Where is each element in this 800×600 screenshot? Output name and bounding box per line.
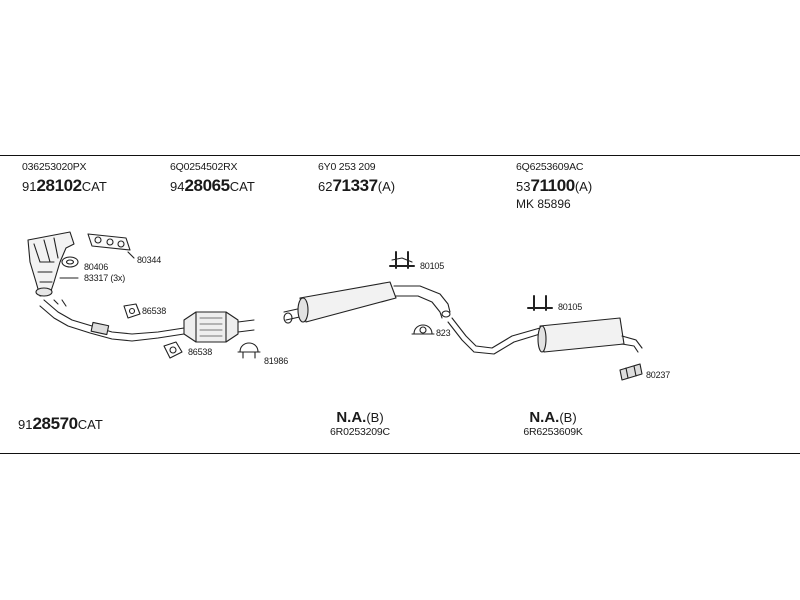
part-label-823: 823	[436, 328, 451, 338]
part-column-rear-na: N.A.(B) 6R6253609K	[515, 409, 591, 438]
oe-number: 6R6253609K	[523, 426, 583, 438]
part-number: 5371100(A)	[516, 176, 593, 195]
bottom-divider	[0, 453, 800, 454]
mounting-kit-number: MK 85896	[516, 197, 571, 211]
middle-silencer-icon	[283, 281, 451, 324]
top-divider	[0, 155, 800, 156]
manifold-gasket-icon	[87, 233, 131, 251]
rubber-hanger-80237-icon	[619, 363, 643, 381]
clamp-81986-icon	[237, 342, 261, 359]
front-pipe-icon	[39, 299, 185, 342]
exhaust-manifold-icon	[27, 231, 75, 297]
part-label-86538-a: 86538	[142, 306, 167, 316]
part-number: N.A.(B)	[529, 409, 577, 426]
rear-pipe-icon	[447, 317, 541, 355]
rubber-hanger-80105-b-icon	[527, 295, 553, 311]
part-number: 9128102CAT	[22, 176, 107, 195]
rear-silencer-icon	[537, 317, 643, 353]
part-column-manifold: 036253020PX 9128102CAT	[22, 161, 107, 196]
part-label-83317: 83317 (3x)	[84, 273, 126, 283]
part-column-middle-silencer: 6Y0 253 209 6271337(A)	[318, 161, 395, 196]
part-label-80105-b: 80105	[558, 302, 583, 312]
part-column-rear-silencer: 6Q6253609AC 5371100(A) MK 85896	[516, 161, 592, 211]
part-number: 6271337(A)	[318, 176, 396, 195]
rubber-hanger-80105-a-icon	[389, 251, 415, 269]
part-label-80105-a: 80105	[420, 261, 445, 271]
oe-number: 6Q6253609AC	[516, 161, 584, 173]
part-label-81986: 81986	[264, 356, 289, 366]
oe-number: 6Q0254502RX	[170, 161, 238, 173]
gasket-86538-b-icon	[163, 341, 183, 359]
part-number: 9428065CAT	[170, 176, 255, 195]
part-column-catalyst: 6Q0254502RX 9428065CAT	[170, 161, 255, 196]
flange-gasket-icon	[61, 256, 79, 268]
part-number: N.A.(B)	[336, 409, 384, 426]
part-label-80237: 80237	[646, 370, 671, 380]
gasket-86538-a-icon	[123, 303, 141, 319]
oe-number: 6R0253209C	[330, 426, 390, 438]
part-label-80344: 80344	[137, 255, 162, 265]
clamp-823-icon	[411, 324, 435, 335]
part-number: 9128570CAT	[18, 414, 103, 433]
oe-number: 036253020PX	[22, 161, 87, 173]
part-column-middle-na: N.A.(B) 6R0253209C	[322, 409, 398, 438]
catalytic-converter-icon	[183, 311, 255, 343]
part-label-86538-b: 86538	[188, 347, 213, 357]
part-label-80406: 80406	[84, 262, 109, 272]
part-column-front-pipe: 9128570CAT	[18, 411, 103, 434]
oe-number: 6Y0 253 209	[318, 161, 376, 173]
